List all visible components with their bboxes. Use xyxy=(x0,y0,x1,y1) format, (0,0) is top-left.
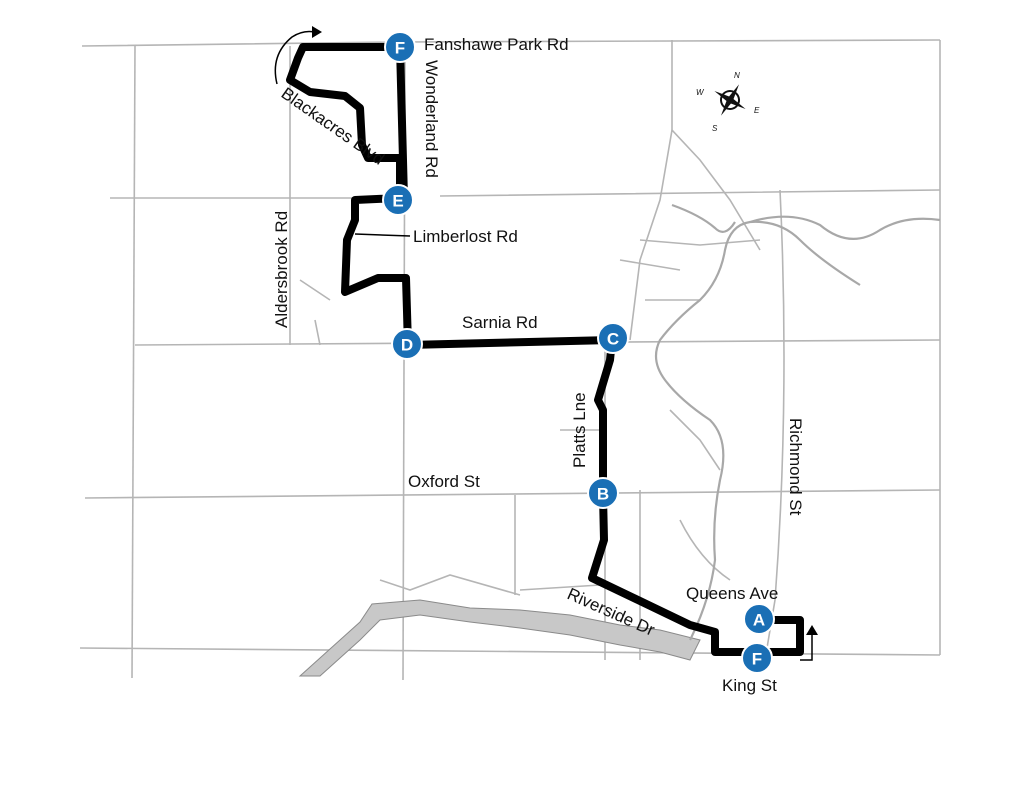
river xyxy=(298,203,941,677)
label-richmond: Richmond St xyxy=(786,418,805,516)
stop-a-label: A xyxy=(753,611,765,630)
bus-route xyxy=(274,26,818,661)
compass-south: S xyxy=(712,124,718,133)
stop-d-label: D xyxy=(401,336,413,355)
stop-c-label: C xyxy=(607,330,619,349)
stop-f-south[interactable]: F xyxy=(741,642,773,674)
stop-c[interactable]: C xyxy=(597,322,629,354)
stop-a[interactable]: A xyxy=(743,603,775,635)
label-oxford: Oxford St xyxy=(408,472,480,491)
stop-e[interactable]: E xyxy=(382,184,414,216)
compass-east: E xyxy=(754,106,760,115)
road-network xyxy=(79,39,941,681)
label-platts: Platts Lne xyxy=(570,392,589,468)
label-limberlost: Limberlost Rd xyxy=(413,227,518,246)
compass-north: N xyxy=(734,71,740,80)
stop-f-south-label: F xyxy=(752,650,762,669)
label-sarnia: Sarnia Rd xyxy=(462,313,538,332)
label-aldersbrook: Aldersbrook Rd xyxy=(272,211,291,328)
label-fanshawe: Fanshawe Park Rd xyxy=(424,35,569,54)
stop-f-north[interactable]: F xyxy=(384,31,416,63)
compass-west: W xyxy=(696,88,705,97)
stop-f-north-label: F xyxy=(395,39,405,58)
stop-d[interactable]: D xyxy=(391,328,423,360)
label-king: King St xyxy=(722,676,777,695)
compass-icon xyxy=(714,84,746,116)
label-wonderland: Wonderland Rd xyxy=(422,60,441,178)
stop-e-label: E xyxy=(392,192,403,211)
stop-b-label: B xyxy=(597,485,609,504)
stop-b[interactable]: B xyxy=(587,477,619,509)
label-queens: Queens Ave xyxy=(686,584,778,603)
